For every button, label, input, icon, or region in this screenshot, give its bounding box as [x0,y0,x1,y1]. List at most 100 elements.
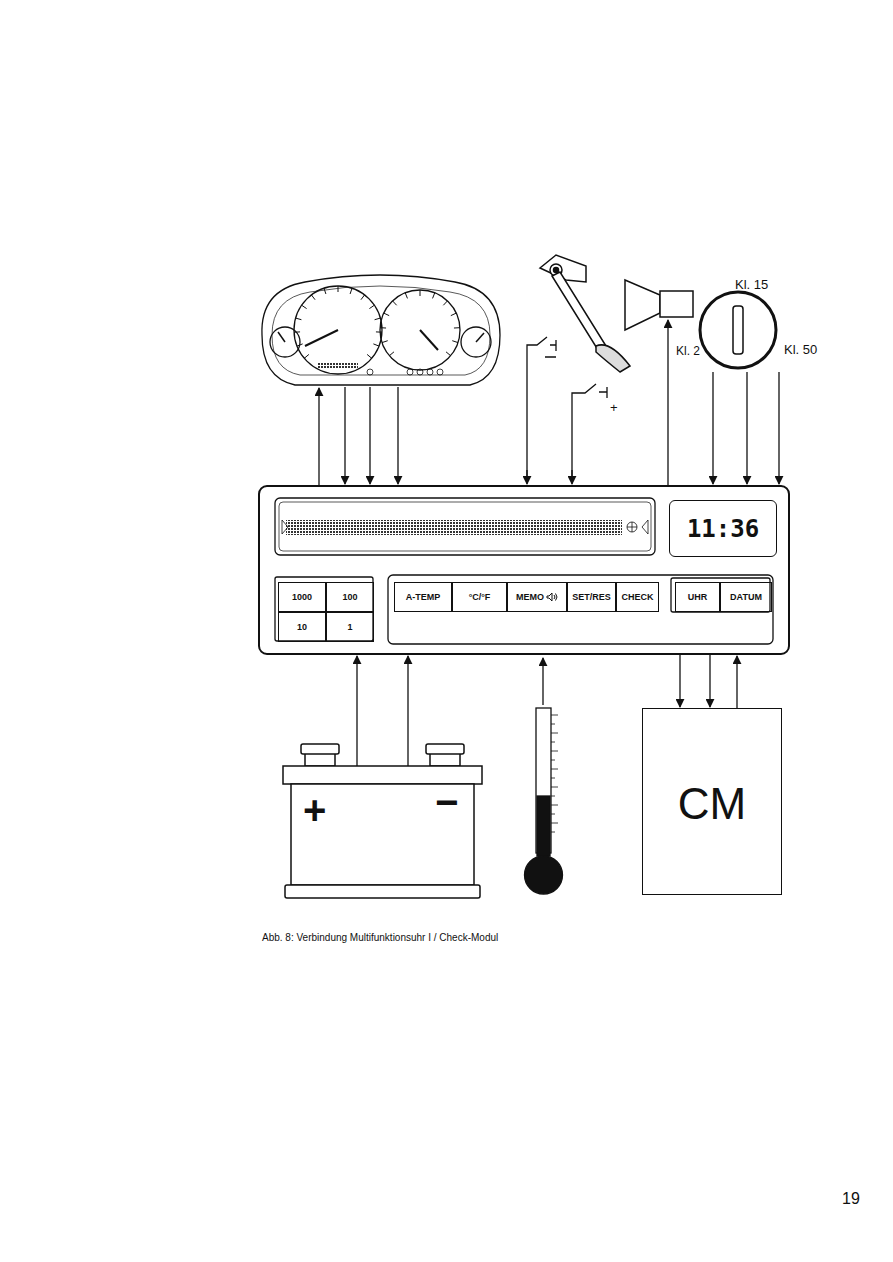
ignition-switch [700,292,776,368]
node-text: 1 [347,622,352,632]
node-text: CHECK [621,592,653,602]
figure-caption: Abb. 8: Verbindung Multifunktionsuhr I /… [262,932,498,943]
scale-tick [551,724,555,725]
gauge-tick [338,286,339,292]
terminal-label: Kl. 50 [784,343,817,356]
terminal-label: − [435,782,458,822]
pedal-switch [527,337,607,478]
speaker-icon [546,592,558,602]
gauge-tick [433,293,435,299]
gauge-tick [361,295,365,300]
node-text: DATUM [730,592,762,602]
scale-tick [551,769,558,770]
function-button: CHECK [616,582,659,612]
gauge-tick [443,301,447,305]
gauge-tick [451,313,456,316]
gauge-tick [296,318,302,320]
check-module: CM [642,708,782,895]
digit-button: 1 [326,612,374,642]
scale-tick [551,733,558,734]
gauge-tick [304,354,309,358]
gauge-tick [376,331,382,332]
scale-tick [551,832,555,833]
multifunction-clock: 11:36 1000 100 10 1 A-TEMP °C/°F MEMO SET/RES CHE… [258,485,790,655]
gauge-tick [446,352,451,356]
digit-button: 100 [326,582,374,612]
signal-line [709,655,710,707]
gauge-tick [382,341,388,343]
gauge-tick [420,290,421,296]
gauge-tick [324,288,326,294]
scale-tick [551,787,558,788]
signal-line [736,656,737,708]
gauge-tick [405,293,407,299]
pin-label: + [610,400,618,415]
node-text: 1000 [292,592,312,602]
ignition-switch-terminals: Kl. 15 Kl. 2 Kl. 50 [660,272,830,372]
function-button: A-TEMP [394,582,452,612]
gauge-tick [384,313,389,316]
gauge-tick [302,305,307,308]
battery-box: +− [283,766,482,898]
gauge-tick [373,344,379,346]
function-button: °C/°F [452,582,507,612]
signal-line [712,372,713,484]
gauge-tick [375,318,381,320]
instrument-cluster [262,275,500,385]
signal-line [778,372,779,484]
gauge-tick [389,352,394,356]
gauge-tick [369,305,374,308]
gauge-tick [294,331,300,332]
terminal-label: + [303,790,326,830]
brake-pedal [540,255,630,372]
scale-tick [551,823,558,824]
function-button: MEMO [507,582,567,612]
signal-line [746,372,747,484]
node-text: 100 [342,592,357,602]
gauge-tick [393,301,397,305]
scale-tick [551,760,555,761]
signal-line [679,655,680,707]
scale-tick [551,778,555,779]
node-text: UHR [688,592,708,602]
terminal-label: Kl. 2 [676,345,700,357]
speaker-icon [547,593,557,601]
page-number: 19 [842,1190,860,1208]
scale-tick [551,751,558,752]
node-text: 10 [297,622,307,632]
digit-button: 1000 [278,582,326,612]
node-text: A-TEMP [406,592,441,602]
node-text: 11:36 [687,515,759,543]
gauge-tick [380,327,386,328]
gauge-tick [311,295,315,300]
battery [283,744,482,898]
gauge-tick [452,341,458,343]
gauge-tick [350,288,352,294]
scale-tick [551,814,555,815]
clock-button: UHR [675,582,720,612]
gauge-tick [454,327,460,328]
function-button: SET/RES [567,582,616,612]
gauge-tick [297,344,303,346]
signal-line [356,656,357,766]
terminal-label: Kl. 15 [735,278,768,291]
node-text: SET/RES [572,592,611,602]
clock-button: DATUM [720,582,772,612]
signal-arrows [319,320,668,705]
scale-tick [551,715,558,716]
node-text: MEMO [516,592,544,602]
signal-line [407,656,408,766]
digit-button: 10 [278,612,326,642]
node-text: °C/°F [469,592,491,602]
scale-tick [551,805,558,806]
node-text: CM [678,779,746,829]
horn [625,280,693,330]
clock-display: 11:36 [669,500,777,557]
unit-frames [275,498,773,644]
scale-tick [551,742,555,743]
gauge-tick [367,354,372,358]
thermometer [525,708,563,894]
scale-tick [551,796,555,797]
